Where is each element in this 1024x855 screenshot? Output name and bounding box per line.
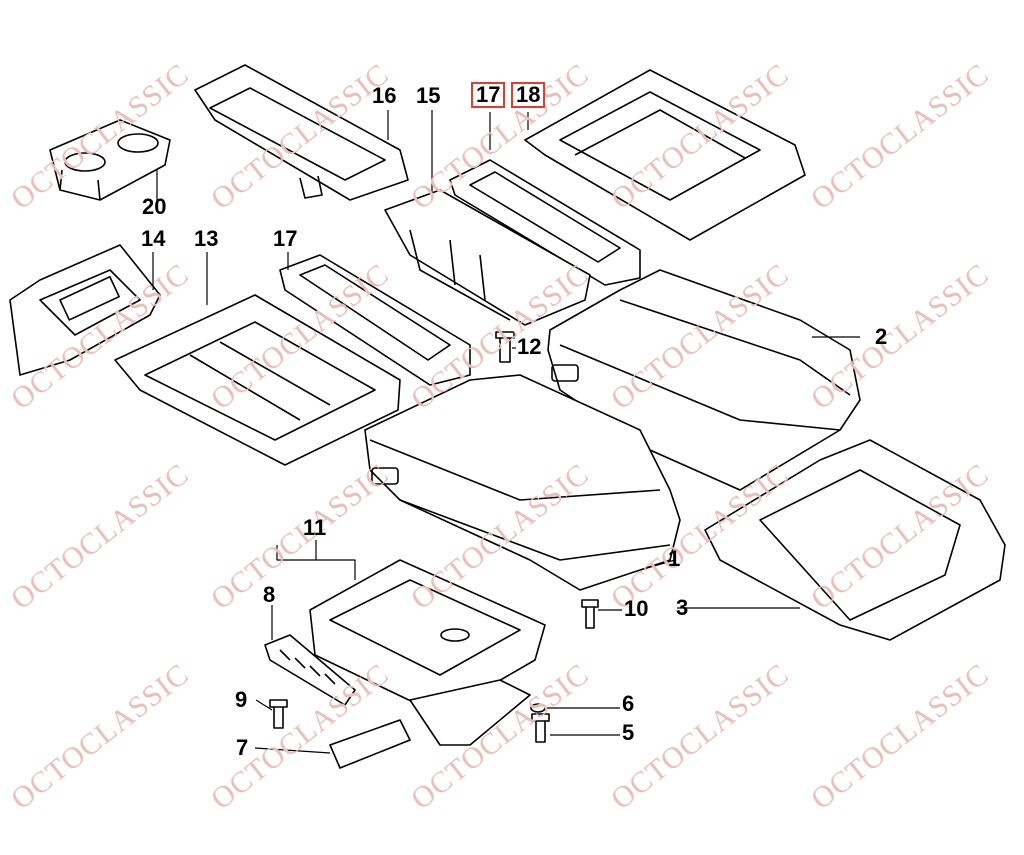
part-armrest-1 (364, 374, 681, 591)
callout-11[interactable]: 11 (303, 515, 327, 540)
callout-10[interactable]: 10 (624, 596, 649, 621)
part-washer-6 (530, 703, 546, 713)
callout-18-highlighted[interactable]: 18 (511, 82, 546, 108)
callout-16[interactable]: 16 (372, 83, 397, 108)
part-bracket-lower (409, 679, 531, 746)
callout-9[interactable]: 9 (235, 687, 248, 712)
part-screw-12 (495, 331, 515, 363)
callout-13[interactable]: 13 (194, 226, 219, 251)
callout-12[interactable]: 12 (517, 334, 542, 359)
part-screw-5 (531, 713, 550, 743)
part-base-3 (704, 439, 1006, 641)
callout-14[interactable]: 14 (141, 226, 166, 251)
callout-17-highlighted[interactable]: 17 (471, 82, 506, 108)
part-screw-9 (269, 699, 288, 729)
callout-5[interactable]: 5 (622, 720, 635, 745)
callout-3[interactable]: 3 (676, 595, 689, 620)
leader-lines (152, 110, 860, 754)
part-cupholder-20 (49, 119, 171, 201)
part-housing-14 (9, 244, 161, 376)
callout-15[interactable]: 15 (416, 83, 441, 108)
callout-20[interactable]: 20 (142, 194, 167, 219)
callout-8[interactable]: 8 (263, 582, 276, 607)
callout-1[interactable]: 1 (668, 546, 681, 571)
part-tray-16 (194, 64, 409, 201)
callout-7[interactable]: 7 (236, 735, 249, 760)
part-screw-10 (581, 599, 599, 629)
part-tray-17-upper (449, 159, 641, 286)
callout-6[interactable]: 6 (622, 691, 635, 716)
part-tray-13 (114, 294, 401, 466)
part-armrest-2 (547, 269, 861, 491)
part-tray-17-lower (279, 254, 471, 386)
part-frame-11 (309, 559, 546, 716)
part-bracket-15 (384, 189, 591, 326)
callout-2[interactable]: 2 (875, 324, 888, 349)
part-strip-8 (264, 634, 356, 706)
part-tray-18 (524, 69, 806, 241)
callout-17[interactable]: 17 (273, 226, 298, 251)
part-pad-7 (329, 719, 411, 769)
